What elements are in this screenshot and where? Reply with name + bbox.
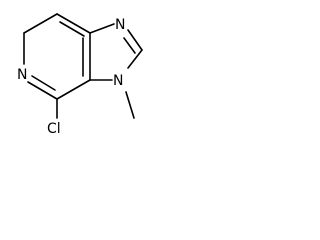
bond-ntop-c2 bbox=[127, 29, 143, 51]
bond-c6-c7 bbox=[56, 13, 91, 34]
bond-c6-c7-inner bbox=[59, 21, 85, 37]
bond-nme-methyl bbox=[125, 91, 135, 119]
bond-npyr-c4 bbox=[27, 81, 58, 100]
structure-canvas: N N N Cl bbox=[0, 0, 168, 157]
bond-c7a-ntop bbox=[89, 23, 115, 34]
atom-chlorine: Cl bbox=[47, 121, 61, 137]
bond-c2-nme bbox=[127, 49, 143, 69]
atom-n-methylated: N bbox=[113, 73, 123, 89]
bond-ntop-c2-inner bbox=[123, 37, 136, 54]
atom-n-imidazole-top: N bbox=[115, 17, 125, 33]
molecule-diagram: N N N Cl bbox=[17, 13, 143, 137]
bond-c4-c3a bbox=[56, 79, 91, 100]
bond-c6-c5 bbox=[23, 13, 58, 34]
atom-n-pyridine: N bbox=[17, 67, 27, 83]
bond-npyr-c4-inner bbox=[31, 75, 56, 91]
